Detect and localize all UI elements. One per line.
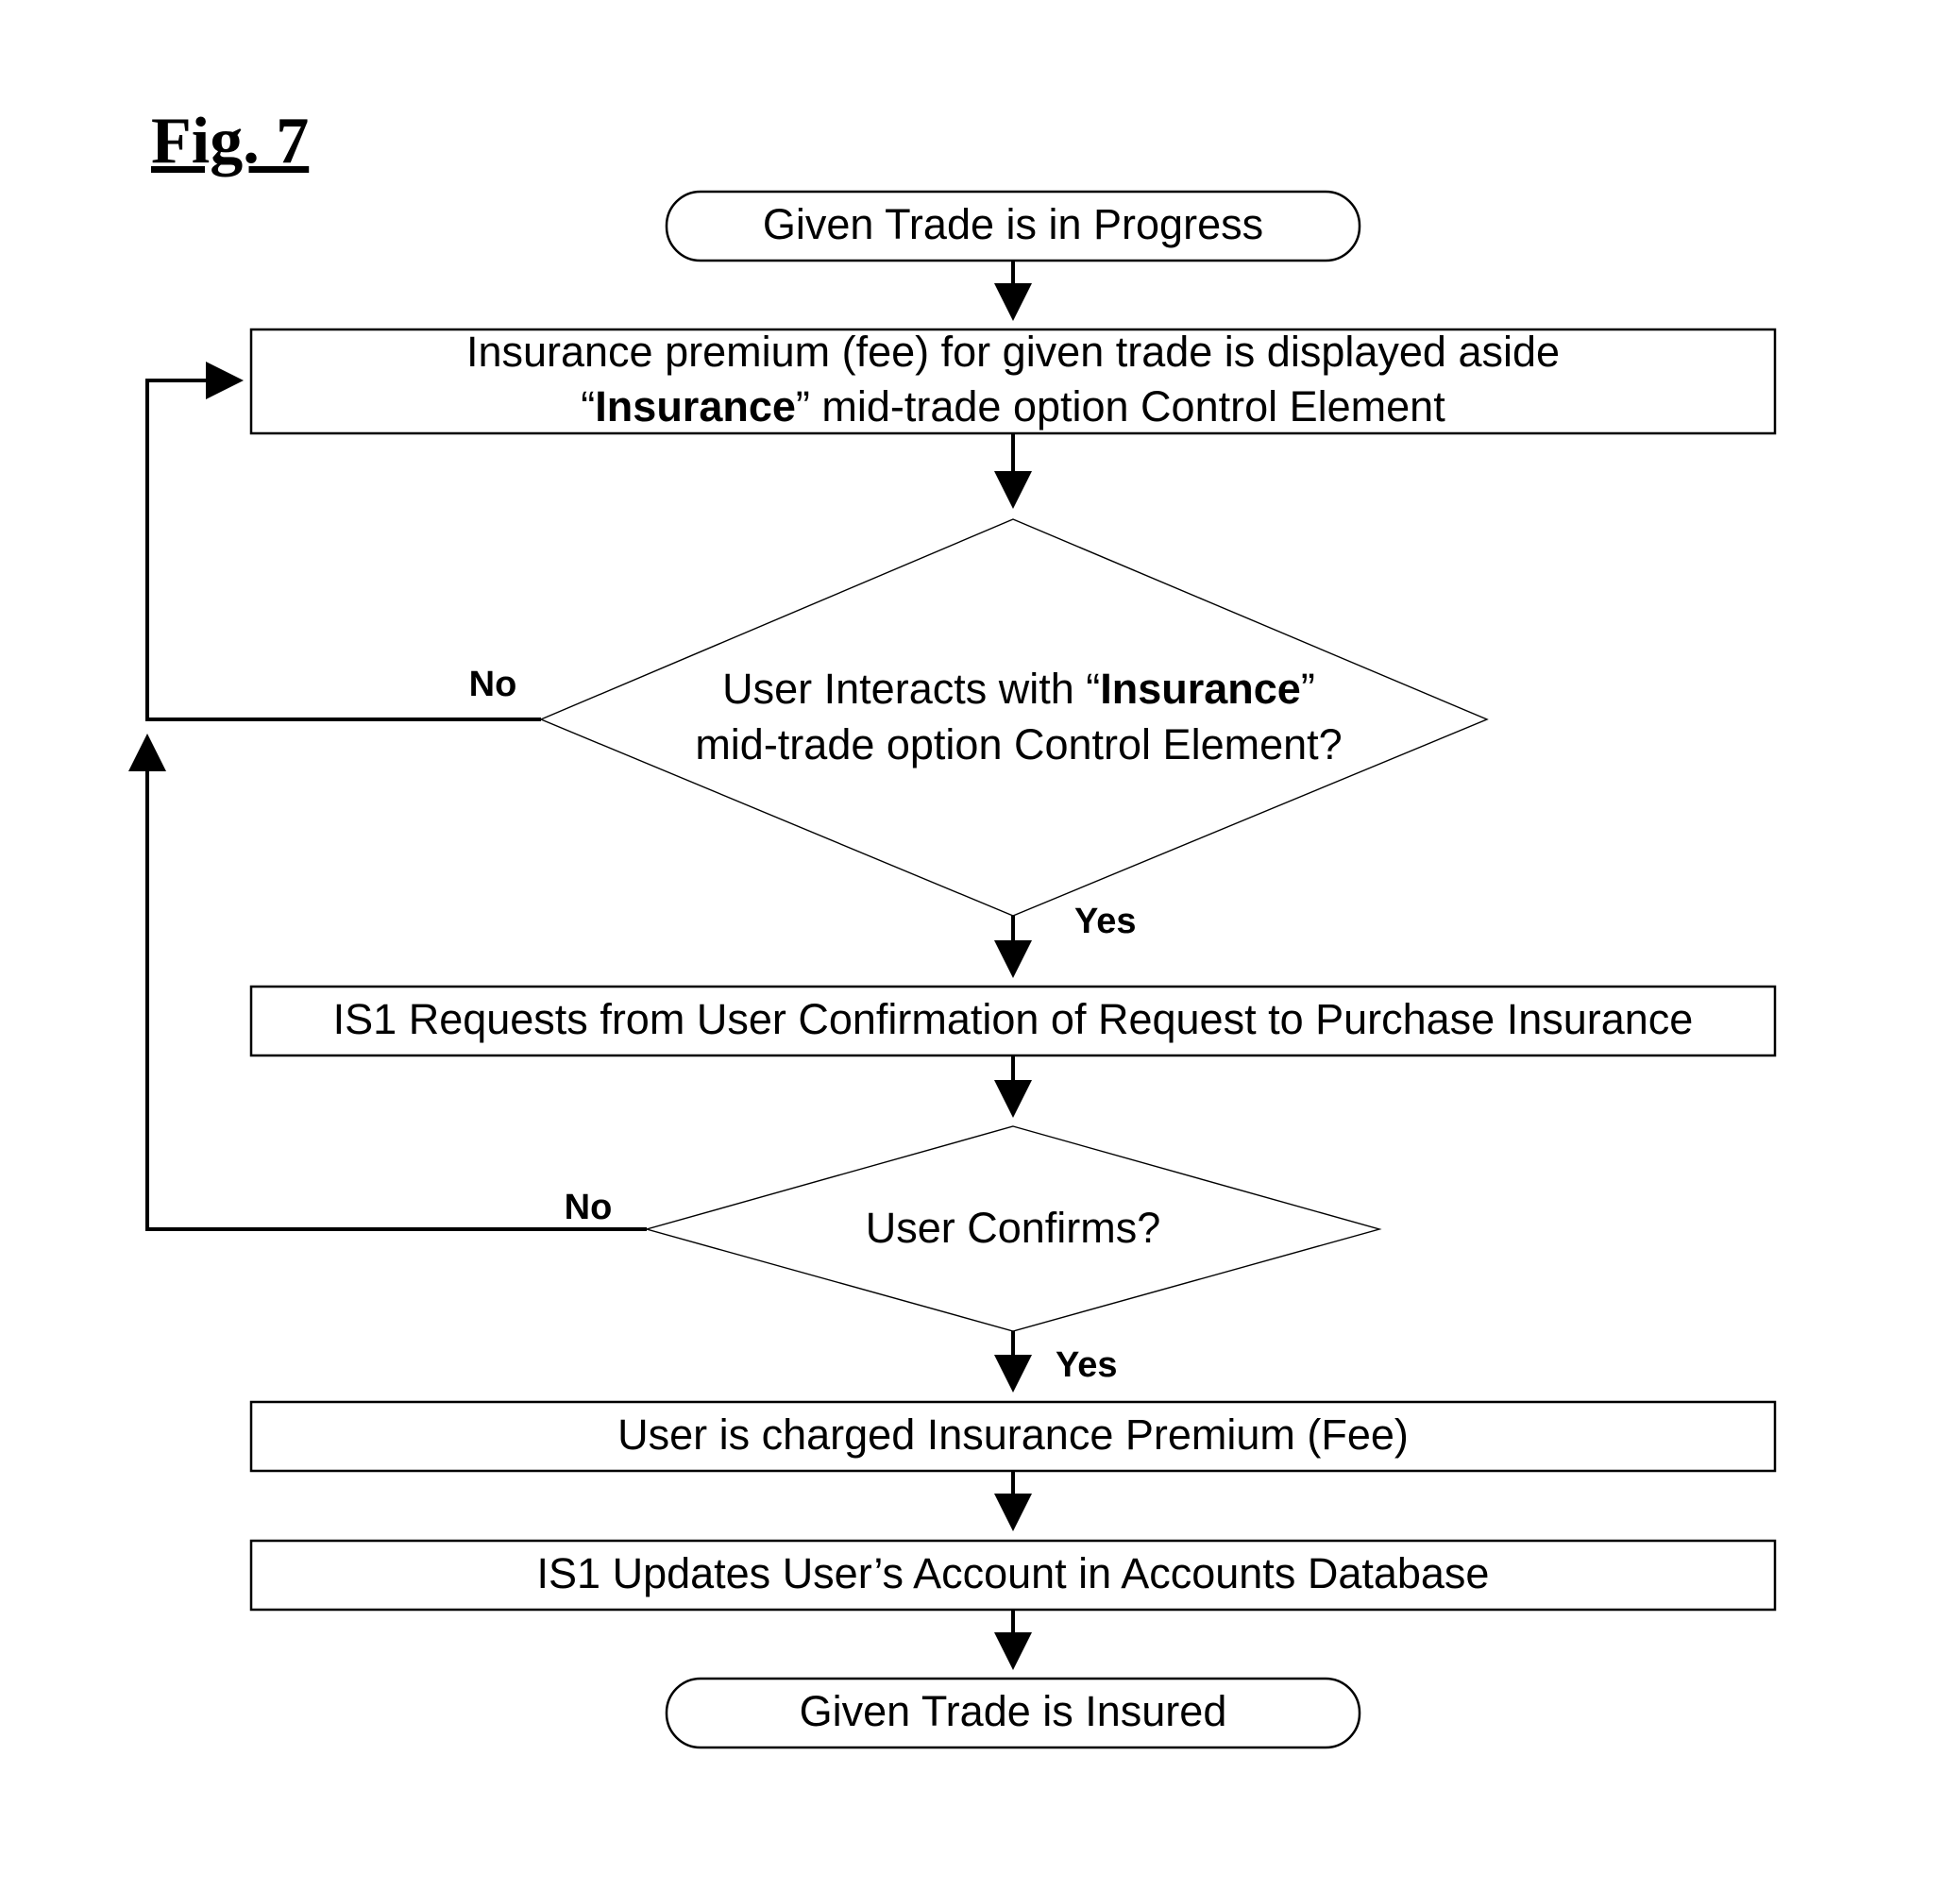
decision-interact-prefix: User Interacts with “	[722, 665, 1100, 713]
decision-interact-diamond: User Interacts with “Insurance” mid-trad…	[541, 519, 1487, 916]
branch-label-interact-yes: Yes	[1074, 902, 1137, 941]
decision-interact-line1: User Interacts with “Insurance”	[722, 665, 1315, 713]
start-terminator-label: Given Trade is in Progress	[763, 200, 1263, 248]
decision-confirm-label: User Confirms?	[866, 1204, 1161, 1252]
premium-display-rest: ” mid-trade option Control Element	[796, 382, 1445, 431]
charge-premium-label: User is charged Insurance Premium (Fee)	[617, 1410, 1409, 1459]
charge-premium-box: User is charged Insurance Premium (Fee)	[251, 1402, 1775, 1471]
premium-display-line2: “Insurance” mid-trade option Control Ele…	[581, 382, 1445, 431]
figure-label: Fig. 7	[151, 105, 309, 177]
end-terminator: Given Trade is Insured	[667, 1679, 1360, 1747]
premium-display-open-quote: “	[581, 382, 595, 431]
end-terminator-label: Given Trade is Insured	[800, 1687, 1227, 1735]
decision-interact-line2: mid-trade option Control Element?	[695, 720, 1342, 768]
premium-display-bold-word: Insurance	[595, 382, 796, 431]
premium-display-line1: Insurance premium (fee) for given trade …	[466, 328, 1560, 376]
update-account-label: IS1 Updates User’s Account in Accounts D…	[537, 1549, 1490, 1597]
decision-confirm-diamond: User Confirms?	[647, 1126, 1379, 1331]
request-confirmation-label: IS1 Requests from User Confirmation of R…	[333, 995, 1694, 1043]
start-terminator: Given Trade is in Progress	[667, 192, 1360, 261]
premium-display-box: Insurance premium (fee) for given trade …	[251, 328, 1775, 433]
decision-interact-suffix: ”	[1301, 665, 1315, 713]
update-account-box: IS1 Updates User’s Account in Accounts D…	[251, 1541, 1775, 1610]
branch-label-confirm-no: No	[565, 1188, 613, 1227]
branch-label-interact-no: No	[469, 665, 517, 704]
branch-label-confirm-yes: Yes	[1056, 1345, 1118, 1385]
arrow-confirm-no-loop	[147, 737, 647, 1229]
request-confirmation-box: IS1 Requests from User Confirmation of R…	[251, 987, 1775, 1055]
decision-interact-bold-word: Insurance	[1100, 665, 1301, 713]
